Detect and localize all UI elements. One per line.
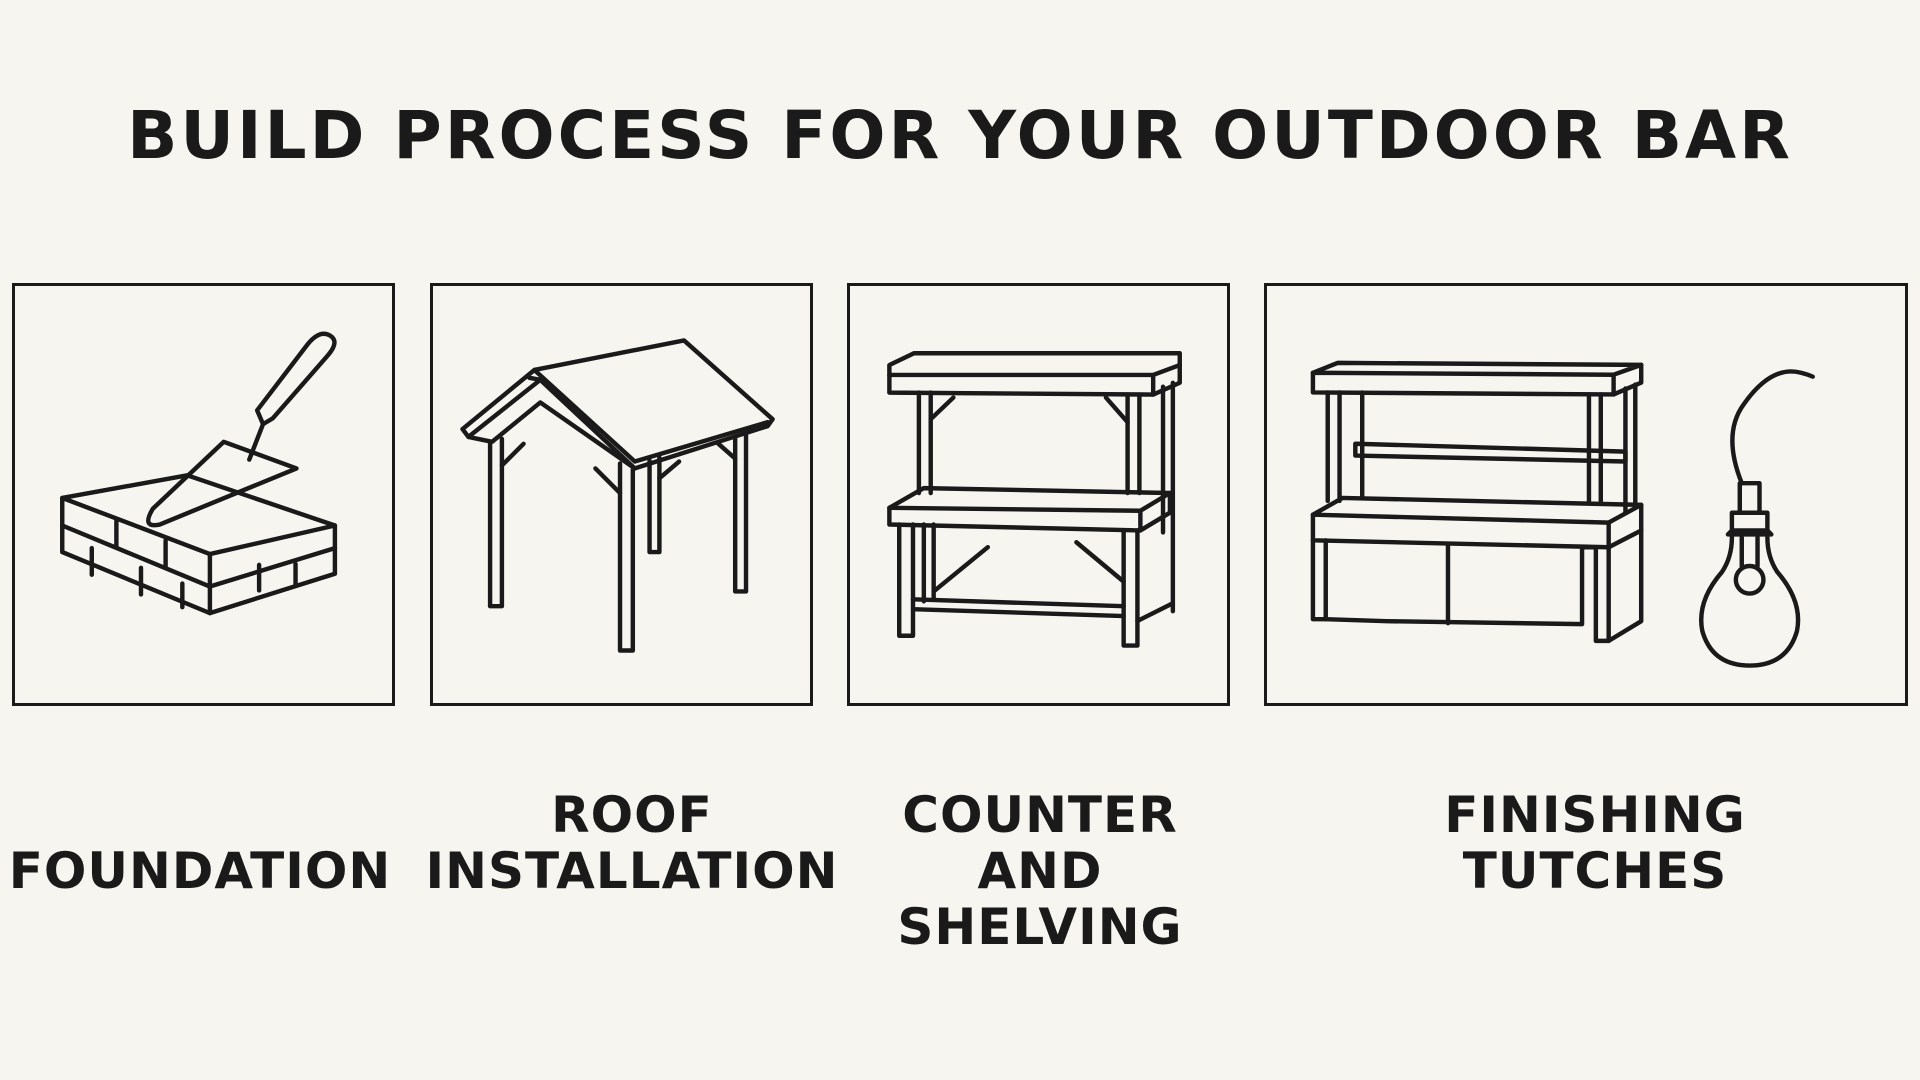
- step-label-line: SHELVING: [897, 898, 1183, 956]
- step-label-line: FOUNDATION: [8, 842, 392, 900]
- step-panel-foundation: [12, 283, 395, 706]
- page-title: BUILD PROCESS FOR YOUR OUTDOOR BAR: [127, 97, 1793, 174]
- bar-and-bulb-icon: [1310, 360, 1815, 668]
- step-panel-counter: [847, 283, 1230, 706]
- gable-roof-icon: [460, 338, 775, 653]
- step-label-line: INSTALLATION: [425, 842, 839, 900]
- step-label-counter: COUNTER AND SHELVING: [840, 787, 1240, 955]
- step-label-roof: ROOF INSTALLATION: [422, 787, 842, 899]
- step-label-line: COUNTER: [902, 786, 1178, 844]
- step-label-line: TUTCHES: [1462, 842, 1728, 900]
- step-panel-finishing: [1264, 283, 1908, 706]
- step-panel-roof: [430, 283, 813, 706]
- step-label-line: AND: [977, 842, 1103, 900]
- counter-shelf-icon: [887, 351, 1182, 648]
- step-label-line: FINISHING: [1444, 786, 1746, 844]
- step-label-foundation: FOUNDATION: [0, 843, 400, 899]
- step-label-line: ROOF: [551, 786, 713, 844]
- step-label-finishing: FINISHING TUTCHES: [1395, 787, 1795, 899]
- brick-trowel-icon: [60, 331, 338, 616]
